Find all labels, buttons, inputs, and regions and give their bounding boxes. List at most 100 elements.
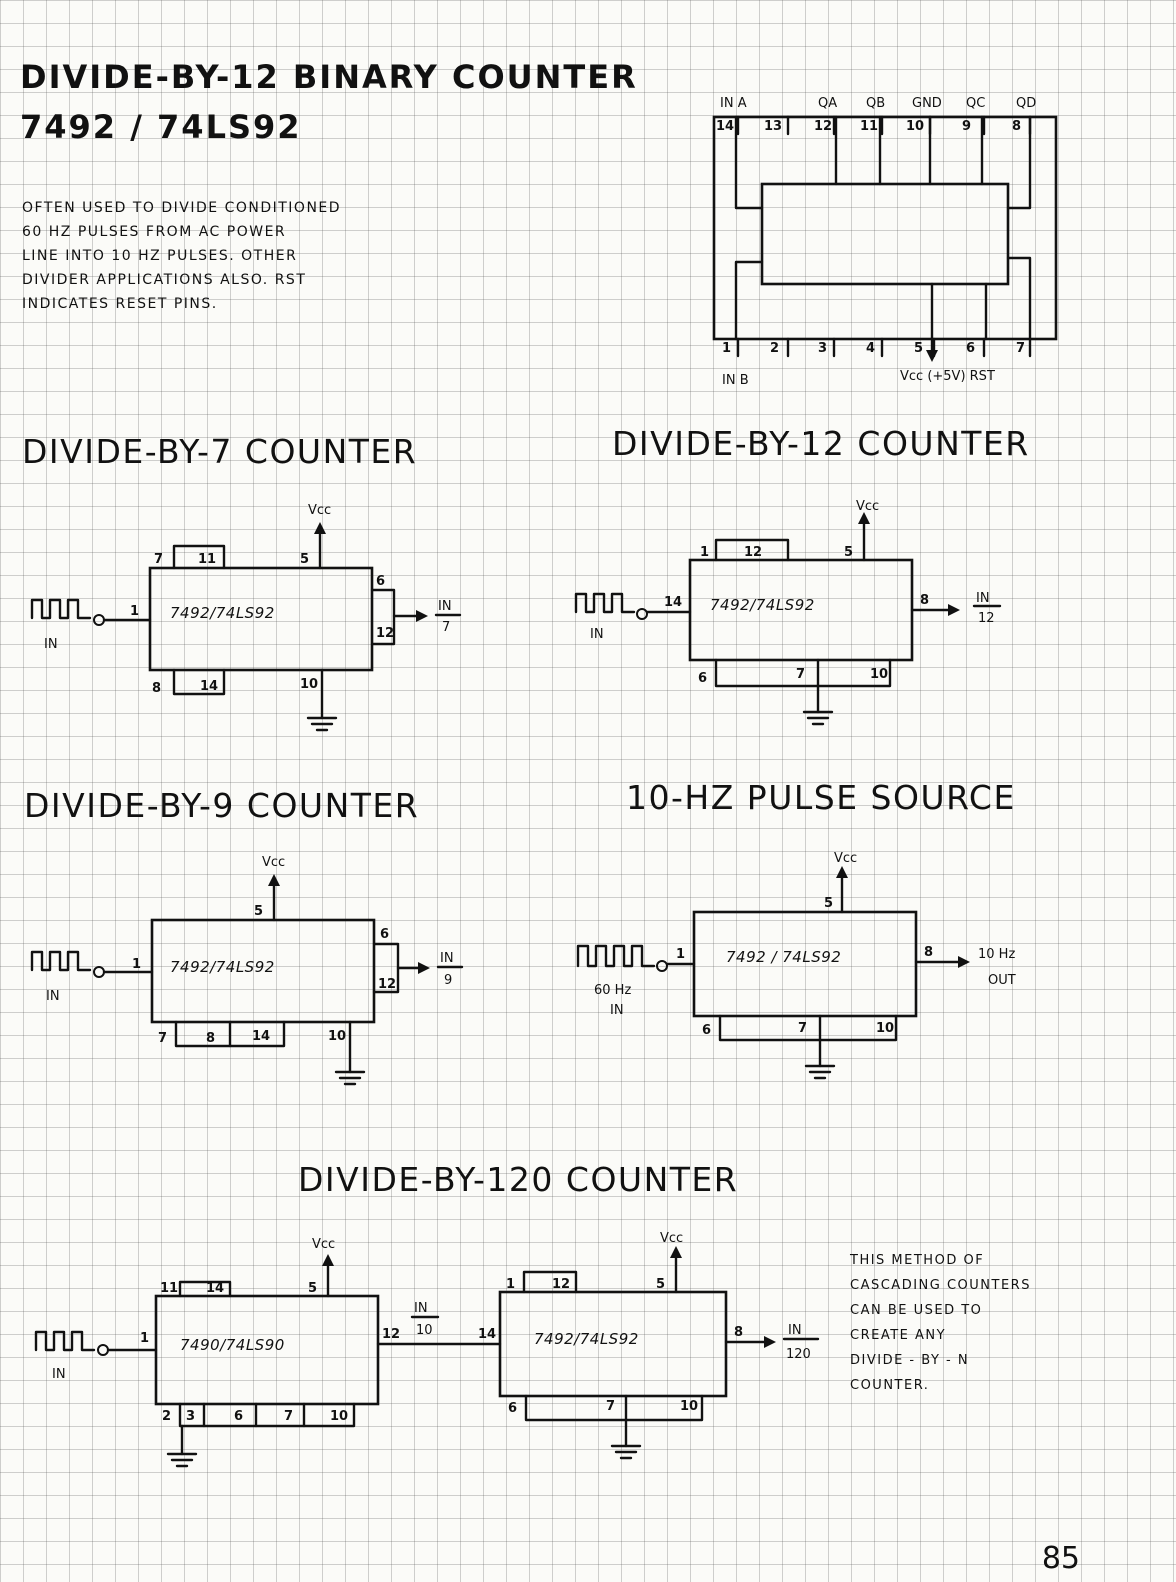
div12-pin-label: 7 — [796, 667, 805, 682]
div120-b-pin-label: 8 — [734, 1325, 743, 1340]
div9-pin-label: 1 — [132, 957, 141, 972]
div12-bottom-jumper — [714, 658, 892, 688]
pinout-top-pin: 12 — [814, 119, 832, 134]
div120-note-line: CREATE ANY — [850, 1328, 947, 1343]
div120-note-line: DIVIDE - BY - N — [850, 1353, 970, 1368]
output-arrow-icon — [418, 962, 430, 974]
pinout-bottom-pin: 7 — [1016, 341, 1025, 356]
pinout-bottom-ticks — [736, 337, 1032, 358]
div120-b-pin-label: 5 — [656, 1277, 665, 1292]
div7-pin-label: 14 — [200, 679, 218, 694]
div120-a-pin-label: 11 — [160, 1281, 178, 1296]
pulse-train-icon — [34, 1330, 96, 1352]
output-arrow-icon — [416, 610, 428, 622]
input-terminal-icon — [97, 1344, 109, 1356]
div120-a-pin-label: 10 — [330, 1409, 348, 1424]
pulse10-pin-label: 7 — [798, 1021, 807, 1036]
vcc-arrow-icon — [670, 1246, 682, 1258]
div9-pin-label: 8 — [206, 1031, 215, 1046]
page-title: DIVIDE-BY-12 BINARY COUNTER — [20, 58, 638, 96]
div120-b-pin-label: 10 — [680, 1399, 698, 1414]
pulse10-pin-label: 6 — [702, 1023, 711, 1038]
input-terminal-icon — [636, 608, 648, 620]
vcc-arrow-icon — [322, 1254, 334, 1266]
div120-note-line: COUNTER. — [850, 1378, 930, 1393]
div120-a-pin-label: 6 — [234, 1409, 243, 1424]
input-terminal-icon — [93, 614, 105, 626]
div12-title: DIVIDE-BY-12 COUNTER — [612, 424, 1030, 463]
div120-a-pin-label: 2 — [162, 1409, 171, 1424]
div7-pin-label: 10 — [300, 677, 318, 692]
div120-note: THIS METHOD OF CASCADING COUNTERS CAN BE… — [850, 1248, 1031, 1398]
pinout-label-qd: QD — [1016, 96, 1036, 111]
div12-out-den: 12 — [978, 611, 995, 626]
pinout-internal-wires — [734, 115, 1032, 356]
pulse10-pin-label: 10 — [876, 1021, 894, 1036]
div9-pin-label: 10 — [328, 1029, 346, 1044]
div120-b-pin-label: 14 — [478, 1327, 496, 1342]
div120-chip-b-label: 7492/74LS92 — [534, 1330, 639, 1348]
div9-pin-label: 5 — [254, 904, 263, 919]
div9-out-num: IN — [440, 951, 454, 966]
div120-title: DIVIDE-BY-120 COUNTER — [298, 1160, 739, 1199]
pinout-bottom-pin: 5 — [914, 341, 923, 356]
ground-icon — [804, 1064, 836, 1080]
pinout-top-pin: 10 — [906, 119, 924, 134]
vcc-arrow-icon — [858, 512, 870, 524]
div120-a-pin-label: 3 — [186, 1409, 195, 1424]
div120-a-pin-label: 5 — [308, 1281, 317, 1296]
pinout-label-in-b: IN B — [722, 373, 749, 388]
div120-a-bottom-jumper — [178, 1402, 356, 1428]
pulse10-vcc-label: Vcc — [834, 851, 857, 866]
pulse-train-icon — [30, 950, 92, 972]
div7-out-den: 7 — [442, 620, 450, 635]
div120-out-den: 120 — [786, 1347, 811, 1362]
div12-out-num: IN — [976, 591, 990, 606]
pulse10-schematic: 7492 / 74LS92 60 Hz IN 1 Vcc 5 8 10 Hz O… — [576, 851, 1016, 1080]
div120-b-bottom-jumper — [524, 1394, 704, 1422]
div7-chip-label: 7492/74LS92 — [170, 604, 275, 622]
div120-mid-num: IN — [414, 1301, 428, 1316]
div120-b-pin-label: 1 — [506, 1277, 515, 1292]
vcc-arrow-icon — [836, 866, 848, 878]
div12-pin-label: 12 — [744, 545, 762, 560]
output-arrow-icon — [958, 956, 970, 968]
pinout-label-qb: QB — [866, 96, 885, 111]
page-number: 85 — [1041, 1541, 1080, 1576]
div12-input-label: IN — [590, 627, 604, 642]
div7-title: DIVIDE-BY-7 COUNTER — [22, 432, 418, 471]
div120-note-line: CASCADING COUNTERS — [850, 1278, 1031, 1293]
div12-pin-label: 1 — [700, 545, 709, 560]
div7-input-label: IN — [44, 637, 58, 652]
div9-schematic: 7492/74LS92 IN 1 Vcc 5 6 12 IN 9 7 8 14 … — [30, 855, 464, 1086]
ground-icon — [334, 1070, 366, 1086]
pulse10-input-freq: 60 Hz — [594, 983, 631, 998]
pulse10-input-label: IN — [610, 1003, 624, 1018]
pinout-chip-body — [760, 182, 1010, 286]
pulse10-chip-label: 7492 / 74LS92 — [726, 948, 841, 966]
div12-top-jumper — [714, 538, 790, 562]
div7-pin-label: 11 — [198, 552, 216, 567]
div9-pin-label: 6 — [380, 927, 389, 942]
vcc-arrow-icon — [314, 522, 326, 534]
div7-pin-label: 1 — [130, 604, 139, 619]
pinout-bottom-pin: 4 — [866, 341, 875, 356]
pulse10-pin-label: 8 — [924, 945, 933, 960]
ground-icon — [802, 710, 834, 726]
div12-pin-label: 8 — [920, 593, 929, 608]
div7-vcc-label: Vcc — [308, 503, 331, 518]
div120-b-pin-label: 7 — [606, 1399, 615, 1414]
pinout-top-pin: 13 — [764, 119, 782, 134]
div7-schematic: 7492/74LS92 IN 1 7 11 Vcc 5 6 12 IN 7 8 … — [30, 503, 462, 732]
div120-vcc-a-label: Vcc — [312, 1237, 335, 1252]
vcc-arrow-icon — [268, 874, 280, 886]
div7-pin-label: 6 — [376, 574, 385, 589]
input-terminal-icon — [93, 966, 105, 978]
pulse10-output-label: OUT — [988, 973, 1016, 988]
pinout-bottom-pin: 2 — [770, 341, 779, 356]
div9-pin-label: 14 — [252, 1029, 270, 1044]
pinout-diagram: IN A QA QB GND QC QD 14 13 12 11 10 9 8 … — [712, 96, 1058, 388]
div9-input-label: IN — [46, 989, 60, 1004]
div120-b-pin-label: 6 — [508, 1401, 517, 1416]
pulse10-title: 10-HZ PULSE SOURCE — [626, 778, 1016, 817]
